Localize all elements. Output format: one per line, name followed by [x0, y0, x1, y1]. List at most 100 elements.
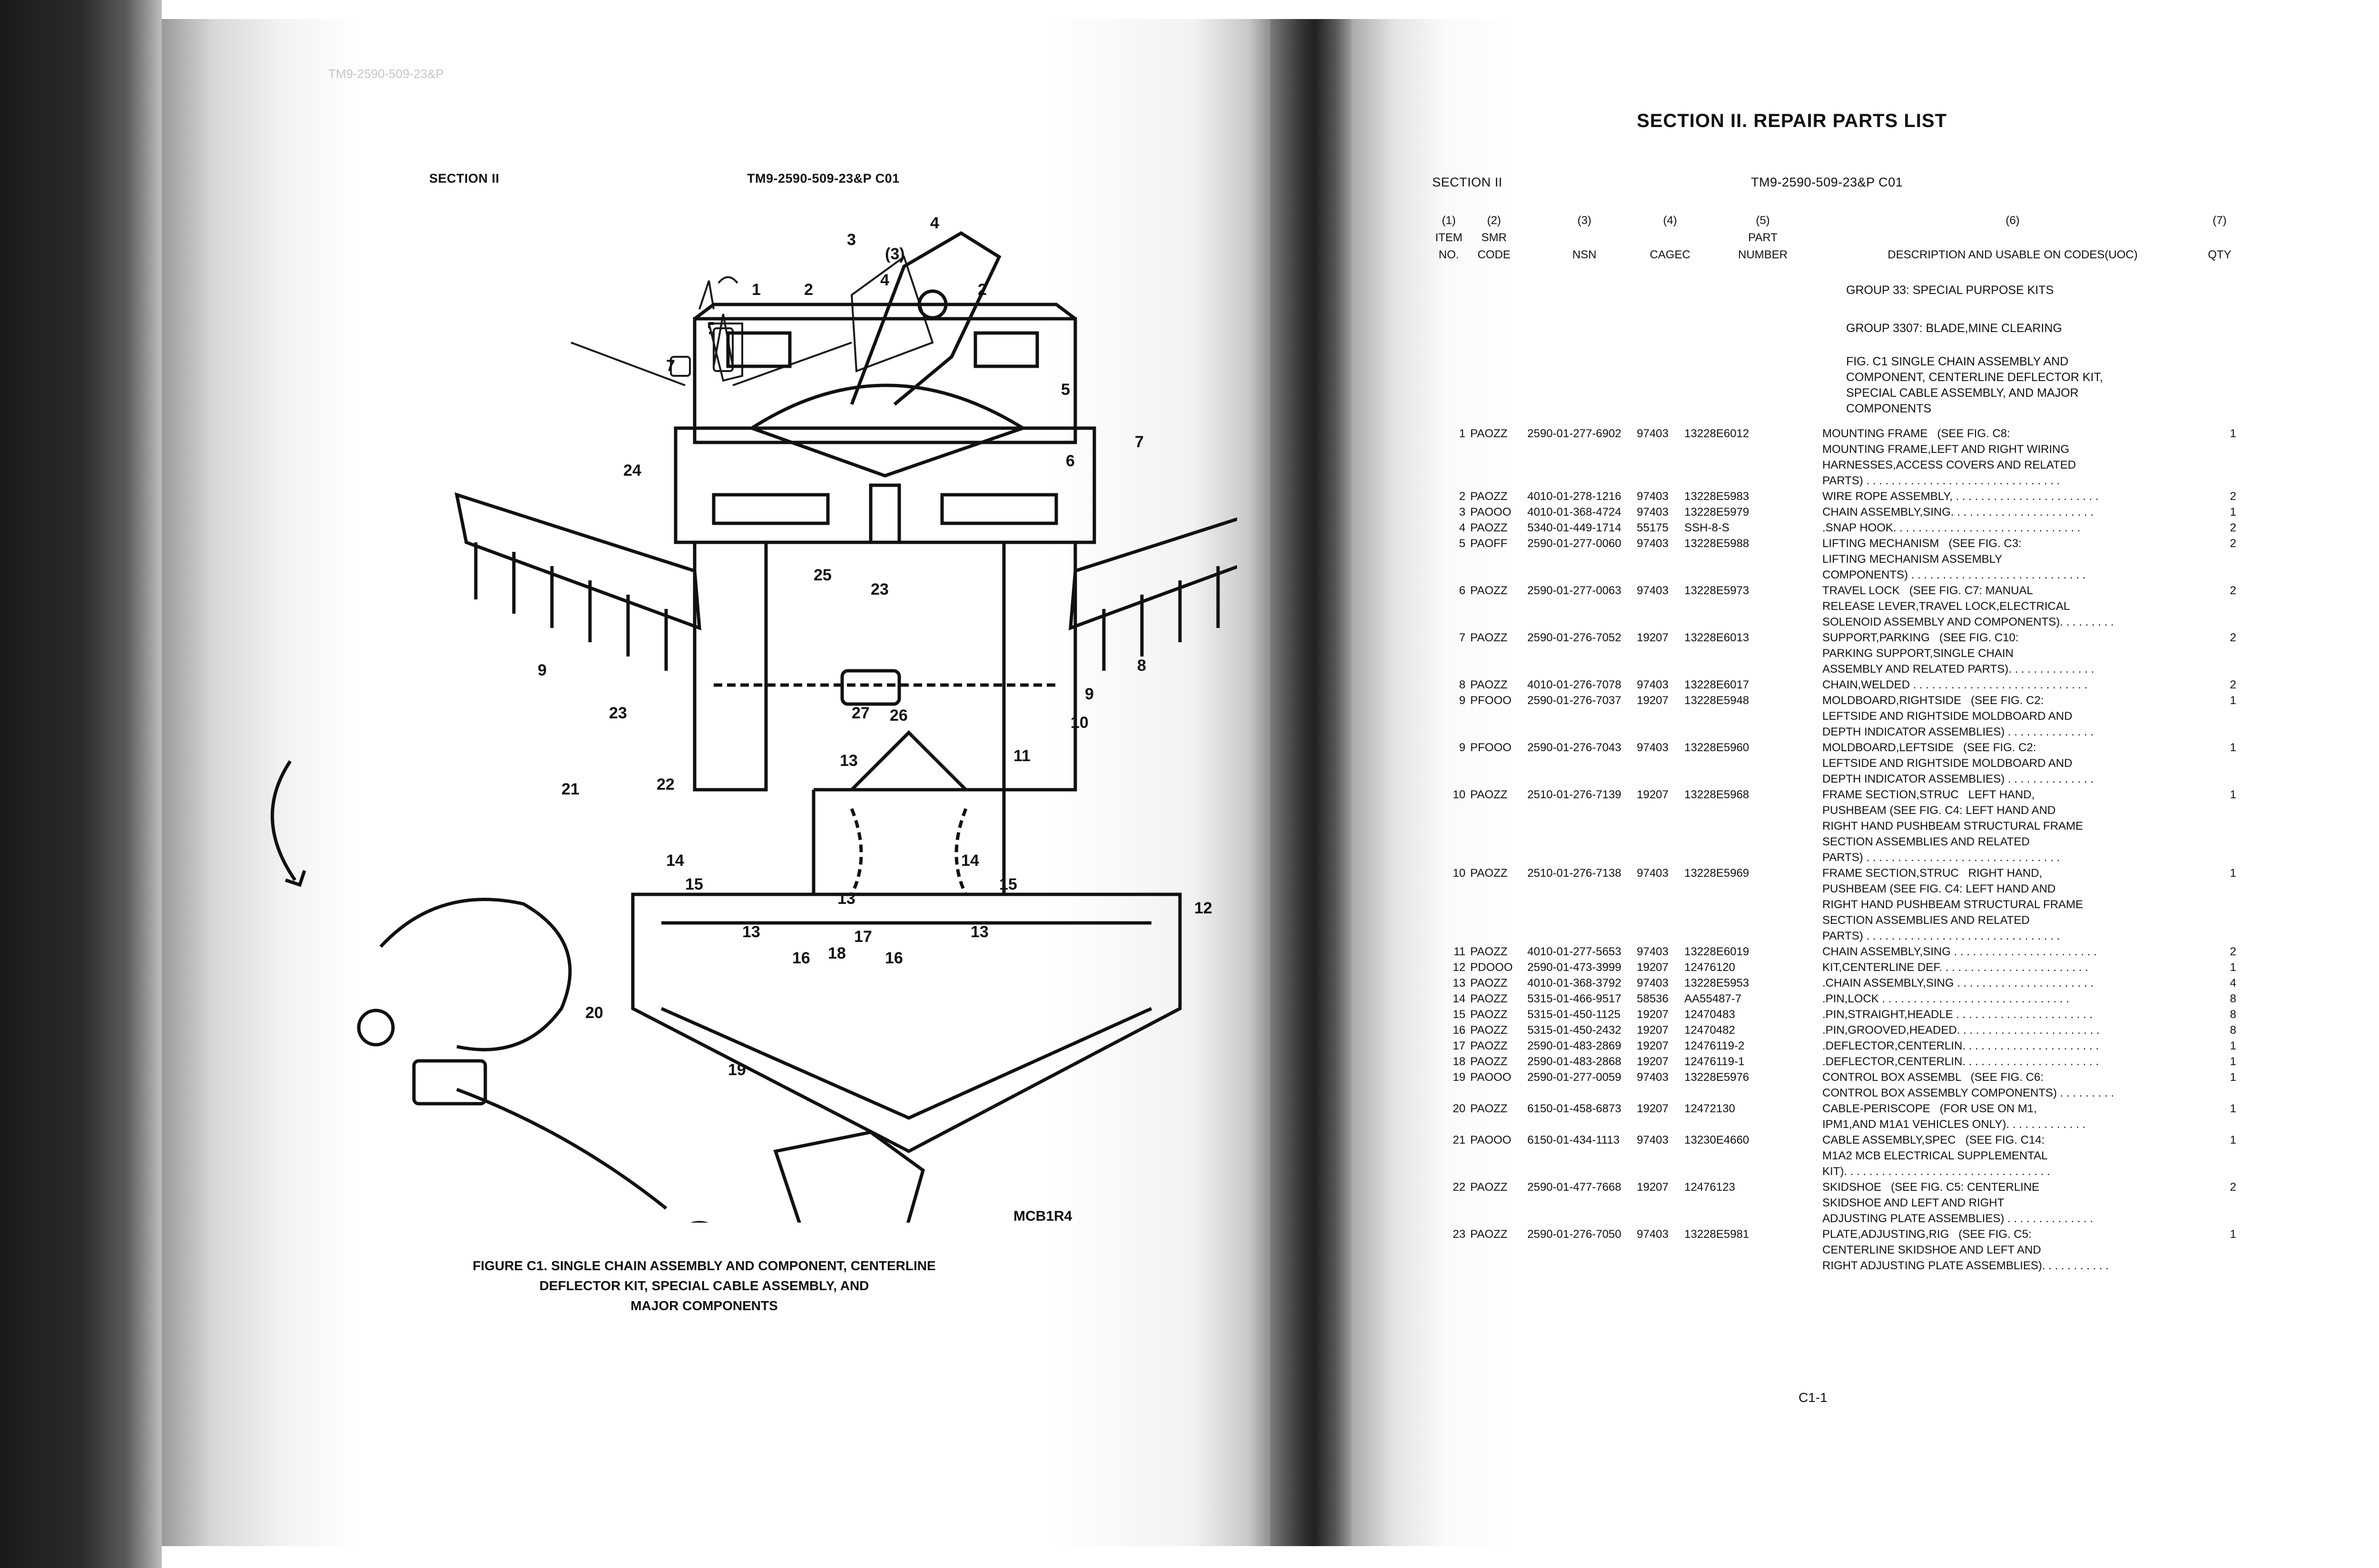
description-line: PUSHBEAM (SEE FIG. C4: LEFT HAND AND — [1822, 804, 2056, 817]
description-line: MOLDBOARD,LEFTSIDE (SEE FIG. C2: — [1822, 741, 2036, 754]
exploded-arrowhead — [285, 870, 306, 887]
callout-2b: 2 — [978, 281, 987, 299]
cagec: 97403 — [1637, 977, 1669, 990]
description: LIFTING MECHANISM (SEE FIG. C3:LIFTING M… — [1822, 536, 2198, 583]
description-line: PARTS) . . . . . . . . . . . . . . . . .… — [1822, 930, 2060, 942]
description: CABLE ASSEMBLY,SPEC (SEE FIG. C14:M1A2 M… — [1822, 1132, 2198, 1179]
callout-6: 6 — [1066, 452, 1075, 470]
smr-code: PAOZZ — [1470, 977, 1508, 990]
description: CHAIN ASSEMBLY,SING . . . . . . . . . . … — [1822, 944, 2198, 960]
right-page — [1351, 19, 2379, 1546]
cagec: 19207 — [1637, 1024, 1669, 1037]
smr-code: PAOZZ — [1470, 1024, 1508, 1037]
cagec: 97403 — [1637, 867, 1669, 880]
nsn: 2510-01-276-7138 — [1527, 867, 1622, 880]
part-number: 13228E5960 — [1684, 741, 1750, 754]
description-line: SECTION ASSEMBLIES AND RELATED — [1822, 914, 2030, 927]
chain-coupler — [840, 669, 901, 706]
moldboard-left-tines — [474, 542, 668, 671]
description-line: RIGHT HAND PUSHBEAM STRUCTURAL FRAME — [1822, 898, 2084, 911]
description-line: CONTROL BOX ASSEMBL (SEE FIG. C6: — [1822, 1071, 2044, 1084]
callout-26: 26 — [890, 706, 908, 725]
frame-plate-right — [940, 493, 1058, 525]
nsn: 2590-01-477-7668 — [1527, 1181, 1622, 1194]
centerline-deflector — [631, 892, 1182, 1153]
part-number: 13228E5979 — [1684, 506, 1750, 519]
description: FRAME SECTION,STRUC LEFT HAND, PUSHBEAM (… — [1822, 787, 2198, 865]
qty: 1 — [2230, 694, 2236, 707]
cagec: 97403 — [1637, 506, 1669, 519]
item-no: 9 — [1459, 694, 1465, 707]
nsn: 2590-01-483-2869 — [1527, 1039, 1622, 1052]
hull-hatch-left — [726, 331, 792, 368]
description-line: .PIN,GROOVED,HEADED. . . . . . . . . . .… — [1822, 1024, 2100, 1037]
book-gutter — [1270, 19, 1351, 1546]
part-number: 13228E5976 — [1684, 1071, 1750, 1084]
part-number: 13228E5953 — [1684, 977, 1750, 990]
part-number: 13228E5973 — [1684, 584, 1750, 597]
cagec: 97403 — [1637, 1134, 1669, 1147]
description-line: LEFTSIDE AND RIGHTSIDE MOLDBOARD AND — [1822, 710, 2073, 723]
description: .CHAIN ASSEMBLY,SING . . . . . . . . . .… — [1822, 975, 2198, 991]
group-33: GROUP 33: SPECIAL PURPOSE KITS — [1846, 284, 2054, 297]
description-line: PARKING SUPPORT,SINGLE CHAIN — [1822, 647, 2014, 660]
callout-13a: 13 — [840, 752, 858, 770]
deflector-chains — [850, 808, 968, 895]
part-number: 13228E6012 — [1684, 427, 1750, 440]
description-line: RELEASE LEVER,TRAVEL LOCK,ELECTRICAL — [1822, 600, 2070, 613]
description-line: LIFTING MECHANISM (SEE FIG. C3: — [1822, 537, 2022, 550]
callout-3: 3 — [847, 231, 856, 249]
smr-code: PAOZZ — [1470, 490, 1508, 503]
smr-code: PAOZZ — [1470, 584, 1508, 597]
qty: 1 — [2230, 427, 2236, 440]
qty: 2 — [2230, 584, 2236, 597]
description-line: WIRE ROPE ASSEMBLY, . . . . . . . . . . … — [1822, 490, 2099, 503]
smr-code: PAOOO — [1470, 1134, 1512, 1147]
nsn: 2510-01-276-7139 — [1527, 788, 1622, 801]
item-no: 15 — [1453, 1008, 1465, 1021]
description-line: IPM1,AND M1A1 VEHICLES ONLY). . . . . . … — [1822, 1118, 2086, 1131]
group-3307: GROUP 3307: BLADE,MINE CLEARING — [1846, 322, 2062, 335]
item-no: 1 — [1459, 427, 1465, 440]
left-doc-id: TM9-2590-509-23&P C01 — [747, 171, 900, 186]
description: FRAME SECTION,STRUC RIGHT HAND,PUSHBEAM … — [1822, 865, 2198, 944]
cagec: 19207 — [1637, 1055, 1669, 1068]
callout-20: 20 — [585, 1004, 603, 1022]
description-line: SOLENOID ASSEMBLY AND COMPONENTS). . . .… — [1822, 616, 2114, 628]
item-no: 13 — [1453, 977, 1465, 990]
smr-code: PAOZZ — [1470, 521, 1508, 534]
callout-14b: 14 — [961, 852, 979, 870]
description-line: CHAIN ASSEMBLY,SING. . . . . . . . . . .… — [1822, 506, 2094, 519]
qty: 2 — [2230, 678, 2236, 691]
callout-1: 1 — [752, 281, 761, 299]
description-line: SKIDSHOE (SEE FIG. C5: CENTERLINE — [1822, 1181, 2040, 1194]
smr-code: PFOOO — [1470, 694, 1512, 707]
part-number: 13230E4660 — [1684, 1134, 1750, 1147]
frame-center-post — [869, 483, 901, 544]
description-line: .PIN,STRAIGHT,HEADLE . . . . . . . . . .… — [1822, 1008, 2093, 1021]
part-number: 12476119-2 — [1684, 1039, 1745, 1052]
cagec: 19207 — [1637, 694, 1669, 707]
description: PLATE,ADJUSTING,RIG (SEE FIG. C5:CENTERL… — [1822, 1226, 2198, 1274]
description-line: PLATE,ADJUSTING,RIG (SEE FIG. C5: — [1822, 1228, 2032, 1241]
callout-13b: 13 — [837, 890, 855, 908]
part-number: 12476119-1 — [1684, 1055, 1745, 1068]
qty: 8 — [2230, 992, 2236, 1005]
description-line: .SNAP HOOK. . . . . . . . . . . . . . . … — [1822, 521, 2081, 534]
cagec: 19207 — [1637, 788, 1669, 801]
callout-14: 14 — [666, 852, 684, 870]
periscope-connector — [412, 1059, 487, 1106]
description-line: FRAME SECTION,STRUC LEFT HAND, — [1822, 788, 2035, 801]
pushbeam-left — [693, 540, 768, 792]
cable-end-connector — [357, 1009, 395, 1047]
